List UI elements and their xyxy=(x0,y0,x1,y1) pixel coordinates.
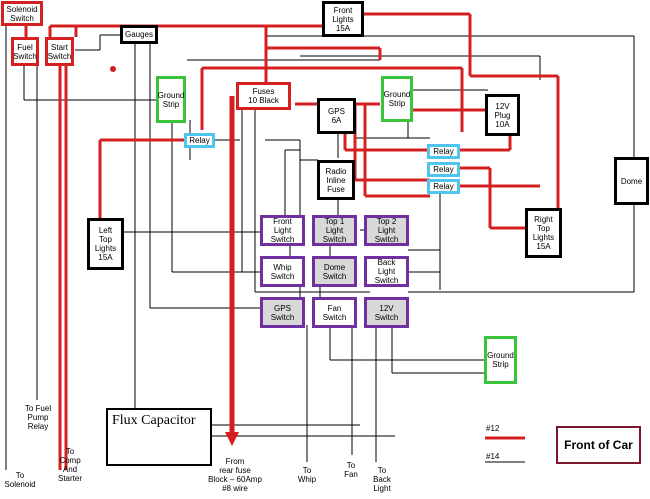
red-wires xyxy=(24,12,560,470)
dome-switch-label: Dome Switch xyxy=(322,262,347,281)
gauges-label: Gauges xyxy=(124,30,154,39)
ground-strip-bottom: Ground Strip xyxy=(484,336,517,384)
to-fuel-pump-relay-label: To Fuel Pump Relay xyxy=(24,404,52,431)
to-solenoid-label: To Solenoid xyxy=(4,471,36,489)
relay-left: Relay xyxy=(184,133,215,148)
relay-left-label: Relay xyxy=(189,136,210,145)
fuel-switch-label: Fuel Switch xyxy=(13,42,37,61)
relay-1-label: Relay xyxy=(433,147,454,156)
fuses: Fuses 10 Black xyxy=(236,82,291,110)
ground-strip-right-label: Ground Strip xyxy=(383,90,411,108)
fuses-label: Fuses 10 Black xyxy=(248,87,279,105)
junction-dot xyxy=(110,66,116,72)
front-of-car-box: Front of Car xyxy=(556,426,641,464)
top1-light-switch: Top 1 Light Switch xyxy=(312,215,357,246)
from-rear-fuse-label: From rear fuse Block – 60Amp #8 wire xyxy=(208,457,262,493)
v12-switch-label: 12V Switch xyxy=(374,303,399,322)
flux-capacitor: Flux Capacitor xyxy=(106,408,212,466)
whip-switch-label: Whip Switch xyxy=(270,262,295,281)
top2-light-switch-label: Top 2 Light Switch xyxy=(374,217,399,244)
relay-3-label: Relay xyxy=(433,182,454,191)
gps-fuse-label: GPS 6A xyxy=(328,107,345,125)
to-back-light-label: To Back Light xyxy=(373,466,391,493)
relay-1: Relay xyxy=(427,144,460,159)
relay-2-label: Relay xyxy=(433,165,454,174)
start-switch: Start Switch xyxy=(45,37,74,66)
radio-inline-fuse-label: Radio Inline Fuse xyxy=(325,166,347,194)
front-light-switch: Front Light Switch xyxy=(260,215,305,246)
fan-switch-label: Fan Switch xyxy=(322,303,347,322)
gps-fuse: GPS 6A xyxy=(317,98,356,134)
ground-strip-right: Ground Strip xyxy=(381,76,413,122)
plug-12v: 12V Plug 10A xyxy=(485,94,520,136)
front-light-switch-label: Front Light Switch xyxy=(270,217,295,244)
solenoid-switch: Solenoid Switch xyxy=(1,1,43,26)
solenoid-switch-label: Solenoid Switch xyxy=(6,4,38,23)
ground-strip-left: Ground Strip xyxy=(156,76,186,123)
to-comp-starter-label: To Comp And Starter xyxy=(57,447,82,483)
start-switch-label: Start Switch xyxy=(47,42,72,61)
v12-switch: 12V Switch xyxy=(364,297,409,328)
front-lights: Front Lights 15A xyxy=(322,1,364,37)
ground-strip-left-label: Ground Strip xyxy=(157,90,185,109)
whip-switch: Whip Switch xyxy=(260,256,305,287)
front-lights-label: Front Lights 15A xyxy=(332,5,354,33)
arrow-down-icon xyxy=(225,432,239,446)
right-top-lights: Right Top Lights 15A xyxy=(525,208,562,258)
top1-light-switch-label: Top 1 Light Switch xyxy=(322,217,347,244)
ground-strip-bottom-label: Ground Strip xyxy=(487,351,514,369)
back-light-switch-label: Back Light Switch xyxy=(374,258,399,285)
fuel-switch: Fuel Switch xyxy=(11,37,39,66)
dome-switch: Dome Switch xyxy=(312,256,357,287)
to-fan-label: To Fan xyxy=(344,461,358,479)
dome: Dome xyxy=(614,157,649,205)
flux-capacitor-label: Flux Capacitor xyxy=(112,413,196,428)
front-of-car-label: Front of Car xyxy=(564,437,633,452)
right-top-lights-label: Right Top Lights 15A xyxy=(532,215,555,251)
legend-14-label: #14 xyxy=(486,452,500,461)
relay-2: Relay xyxy=(427,162,460,177)
fan-switch: Fan Switch xyxy=(312,297,357,328)
main-feed xyxy=(225,96,239,446)
to-whip-label: To Whip xyxy=(297,466,317,484)
gps-switch: GPS Switch xyxy=(260,297,305,328)
radio-inline-fuse: Radio Inline Fuse xyxy=(317,160,355,200)
left-top-lights: Left Top Lights 15A xyxy=(87,218,124,270)
gps-switch-label: GPS Switch xyxy=(270,303,295,322)
dome-label: Dome xyxy=(620,176,643,186)
back-light-switch: Back Light Switch xyxy=(364,256,409,287)
plug-12v-label: 12V Plug 10A xyxy=(494,101,511,129)
left-top-lights-label: Left Top Lights 15A xyxy=(94,226,117,262)
gauges: Gauges xyxy=(120,25,158,44)
legend-12-label: #12 xyxy=(486,424,500,433)
relay-3: Relay xyxy=(427,179,460,194)
top2-light-switch: Top 2 Light Switch xyxy=(364,215,409,246)
